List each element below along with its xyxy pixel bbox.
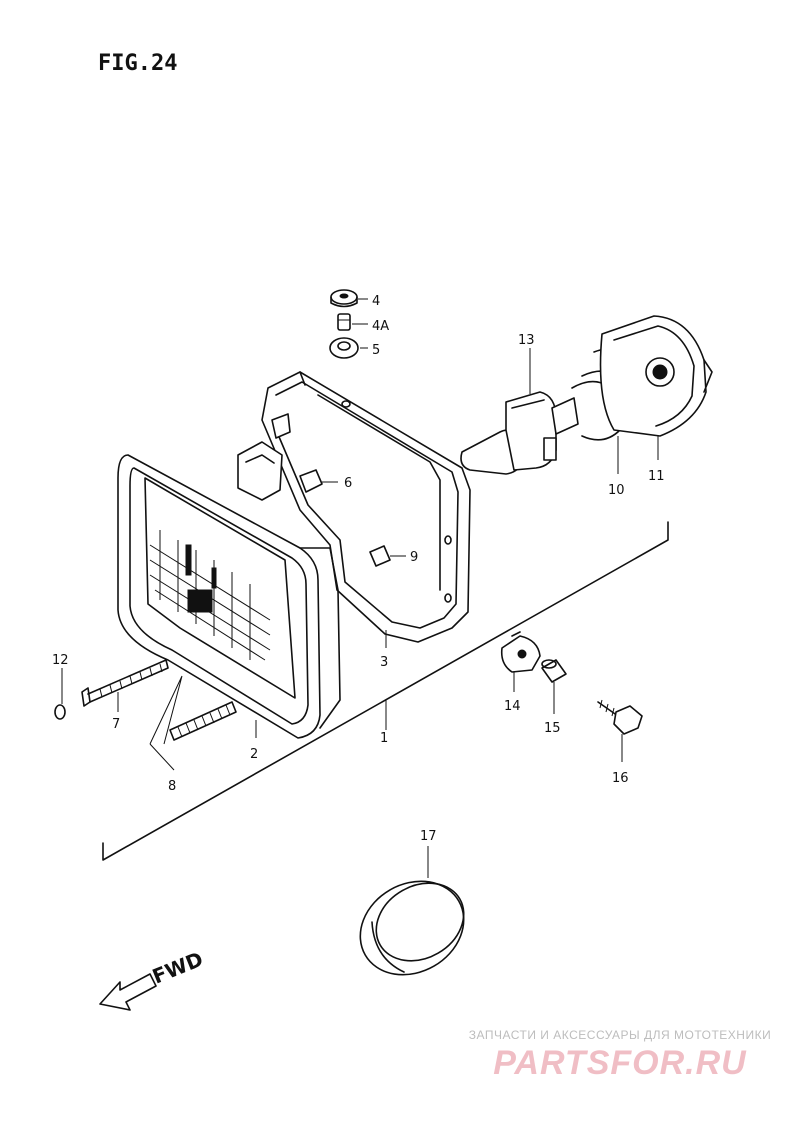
watermark: ЗАПЧАСТИ И АКСЕССУАРЫ ДЛЯ МОТОТЕХНИКИ PA… xyxy=(460,1028,780,1083)
callout-6: 6 xyxy=(344,476,352,491)
forward-arrow-icon xyxy=(99,973,157,1011)
callout-12: 12 xyxy=(52,653,69,668)
part-7-screw xyxy=(81,659,169,707)
callout-5: 5 xyxy=(372,343,380,358)
part-2-headlight-unit xyxy=(117,454,341,739)
callout-1: 1 xyxy=(380,731,388,746)
callout-10: 10 xyxy=(608,483,625,498)
part-14-socket-holder xyxy=(500,631,541,673)
callout-4a: 4A xyxy=(372,319,389,334)
leader-lines xyxy=(61,298,659,878)
fwd-label: FWD xyxy=(149,947,207,989)
forward-direction-indicator: FWD xyxy=(99,947,207,1011)
part-16-bolt xyxy=(597,699,643,735)
callout-8: 8 xyxy=(168,779,176,794)
part-11-dust-cover xyxy=(599,315,713,437)
callout-11: 11 xyxy=(648,469,665,484)
part-15-collar xyxy=(541,659,567,683)
callout-7: 7 xyxy=(112,717,120,732)
part-5-grommet xyxy=(329,337,359,359)
part-4a-adjuster-bushing xyxy=(337,313,351,331)
lens-pattern xyxy=(149,530,271,661)
callout-9: 9 xyxy=(410,550,418,565)
callout-17: 17 xyxy=(420,829,437,844)
part-12-nut xyxy=(54,704,66,720)
callout-16: 16 xyxy=(612,771,629,786)
callout-13: 13 xyxy=(518,333,535,348)
part-4-adjuster-cap xyxy=(330,289,358,308)
watermark-tagline: ЗАПЧАСТИ И АКСЕССУАРЫ ДЛЯ МОТОТЕХНИКИ xyxy=(468,1028,772,1042)
part-8-spring xyxy=(169,701,237,741)
part-3-headlight-housing xyxy=(237,371,471,643)
callout-2: 2 xyxy=(250,747,258,762)
callout-15: 15 xyxy=(544,721,561,736)
part-13-bulb xyxy=(460,391,579,475)
callout-4: 4 xyxy=(372,294,380,309)
part-17-lens-cap xyxy=(359,880,465,976)
part-6-nut xyxy=(299,469,323,493)
callout-3: 3 xyxy=(380,655,388,670)
figure-title: FIG.24 xyxy=(98,51,177,76)
watermark-logo: PARTSFOR.RU xyxy=(493,1044,747,1082)
callout-14: 14 xyxy=(504,699,521,714)
part-9-nut xyxy=(369,545,391,567)
callout-labels: 1 2 3 4 4A 5 6 7 8 9 10 11 12 13 14 15 1… xyxy=(52,294,665,844)
